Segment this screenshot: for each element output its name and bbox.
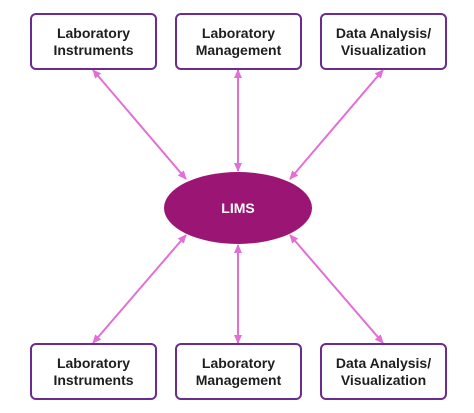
connector-bottom-left	[92, 234, 187, 344]
node-laboratory-management-top: Laboratory Management	[175, 13, 302, 70]
connector-top-right	[289, 69, 384, 180]
node-laboratory-instruments-bottom: Laboratory Instruments	[30, 343, 157, 400]
node-data-analysis-visualization-bottom: Data Analysis/ Visualization	[320, 343, 447, 400]
hub-lims: LIMS	[164, 172, 312, 244]
node-laboratory-instruments-top: Laboratory Instruments	[30, 13, 157, 70]
connector-top-left	[92, 69, 187, 180]
connector-bottom-right	[289, 234, 384, 344]
node-laboratory-management-bottom: Laboratory Management	[175, 343, 302, 400]
node-data-analysis-visualization-top: Data Analysis/ Visualization	[320, 13, 447, 70]
